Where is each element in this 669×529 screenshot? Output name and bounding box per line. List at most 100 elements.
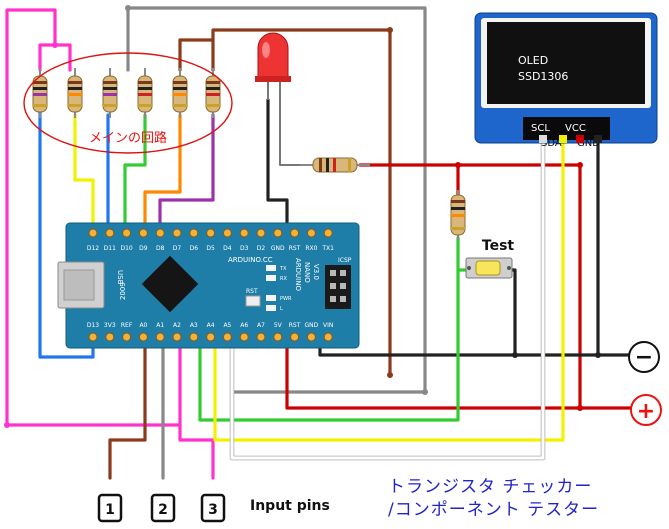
input-pin-box[interactable] bbox=[200, 493, 226, 523]
resistor-band bbox=[138, 81, 152, 84]
header-pin bbox=[290, 228, 300, 238]
header-pin bbox=[189, 228, 199, 238]
pin-label: RST bbox=[289, 245, 301, 252]
board-led-label: RX bbox=[280, 276, 287, 282]
pin-label: D4 bbox=[223, 245, 232, 252]
oled-header bbox=[523, 117, 610, 140]
pin-label: D8 bbox=[156, 245, 165, 252]
header-pin bbox=[323, 332, 333, 342]
pin-label: 5V bbox=[274, 322, 283, 329]
header-pin bbox=[256, 228, 266, 238]
board-led-label: TX bbox=[279, 266, 287, 272]
pin-label: GND bbox=[305, 322, 319, 329]
test-button[interactable] bbox=[465, 257, 513, 279]
resistor-band bbox=[138, 93, 152, 96]
plus-symbol: + bbox=[637, 399, 655, 424]
icsp-pins bbox=[330, 270, 346, 302]
brown-wire-top bbox=[178, 38, 215, 72]
resistor-band bbox=[451, 207, 465, 210]
board-model-line3: V3.0 bbox=[312, 264, 320, 280]
header-pin bbox=[155, 332, 165, 342]
header-pin bbox=[222, 228, 232, 238]
pin-label: 3V3 bbox=[104, 322, 116, 329]
minus-terminal-circle[interactable] bbox=[628, 341, 660, 373]
resistor-band bbox=[33, 93, 47, 96]
main-circuit-ellipse bbox=[23, 52, 233, 154]
resistor-band bbox=[68, 93, 82, 96]
oled-pin-vcc: VCC bbox=[565, 123, 586, 134]
input-pin-box[interactable] bbox=[150, 493, 176, 523]
input-pin-3[interactable]: 3 bbox=[200, 493, 226, 523]
input-pin-1[interactable]: 1 bbox=[97, 493, 123, 523]
plus-terminal-circle[interactable] bbox=[630, 394, 662, 426]
input-pin-box[interactable] bbox=[97, 493, 123, 523]
pin-label: D12 bbox=[87, 245, 99, 252]
usb-connector-inner bbox=[63, 269, 95, 301]
input-pin-2[interactable]: 2 bbox=[150, 493, 176, 523]
header-pin bbox=[206, 228, 216, 238]
black-wire-gnd bbox=[318, 335, 642, 357]
junction-dot bbox=[387, 372, 393, 378]
header-pin bbox=[172, 332, 182, 342]
resistor-band bbox=[319, 158, 322, 172]
resistor-band bbox=[326, 158, 329, 172]
test-button-cap[interactable] bbox=[475, 260, 501, 276]
resistor-band bbox=[173, 104, 187, 107]
yellow-wire-sda bbox=[213, 138, 565, 442]
oled-pin-sda: SDA bbox=[541, 138, 562, 149]
pin-label: D9 bbox=[139, 245, 148, 252]
header-pin bbox=[122, 228, 132, 238]
white-wire-scl bbox=[230, 138, 545, 460]
pin-label: D5 bbox=[206, 245, 215, 252]
brown-wire-top-2 bbox=[211, 28, 392, 377]
main-circuit-label: メインの回路 bbox=[89, 130, 167, 146]
resistor-band bbox=[451, 227, 465, 230]
resistor-band bbox=[348, 158, 351, 172]
board-brand: ARDUINO.CC bbox=[228, 256, 273, 264]
pin-label: VIN bbox=[323, 322, 333, 329]
header-pin bbox=[273, 332, 283, 342]
pin-label: A3 bbox=[190, 322, 198, 329]
board-led bbox=[266, 295, 276, 301]
plus-terminal[interactable]: + bbox=[630, 394, 662, 426]
junction-dot bbox=[512, 352, 518, 358]
reset-button[interactable] bbox=[245, 295, 261, 307]
junction-dots bbox=[4, 5, 601, 428]
pin-label: D11 bbox=[104, 245, 116, 252]
oled-text-line2: SSD1306 bbox=[518, 70, 568, 83]
pin-label: REF bbox=[121, 322, 133, 329]
resistor-band bbox=[33, 104, 47, 107]
header-pin bbox=[306, 332, 316, 342]
purple-wire-d8 bbox=[158, 113, 215, 235]
header-pin bbox=[323, 228, 333, 238]
junction-dot bbox=[577, 405, 583, 411]
resistor-band bbox=[68, 81, 82, 84]
pin-label: D6 bbox=[190, 245, 199, 252]
gray-wire-top bbox=[126, 6, 427, 394]
pin-label: A1 bbox=[156, 322, 164, 329]
black-wire-test bbox=[506, 268, 517, 357]
oled-pin-gnd: GND bbox=[577, 138, 600, 149]
pin-label: RX0 bbox=[305, 245, 317, 252]
test-resistor bbox=[450, 190, 466, 240]
oled-screen bbox=[487, 22, 645, 104]
resistor-band bbox=[173, 93, 187, 96]
header-pin bbox=[172, 228, 182, 238]
resistor-band bbox=[206, 81, 220, 84]
board-led bbox=[266, 265, 276, 271]
oled-pin-stub bbox=[594, 135, 602, 143]
icsp-pin bbox=[330, 296, 336, 302]
red-led bbox=[255, 32, 291, 100]
board-model-line1: ARDUINO bbox=[294, 258, 302, 291]
minus-terminal[interactable]: − bbox=[628, 341, 660, 373]
resistor-band bbox=[451, 214, 465, 217]
resistor bbox=[172, 68, 188, 118]
board-led-label: PWR bbox=[280, 296, 292, 302]
junction-dot bbox=[595, 352, 601, 358]
resistor-band bbox=[138, 87, 152, 90]
resistor-band bbox=[206, 87, 220, 90]
led-resistor bbox=[300, 157, 370, 173]
